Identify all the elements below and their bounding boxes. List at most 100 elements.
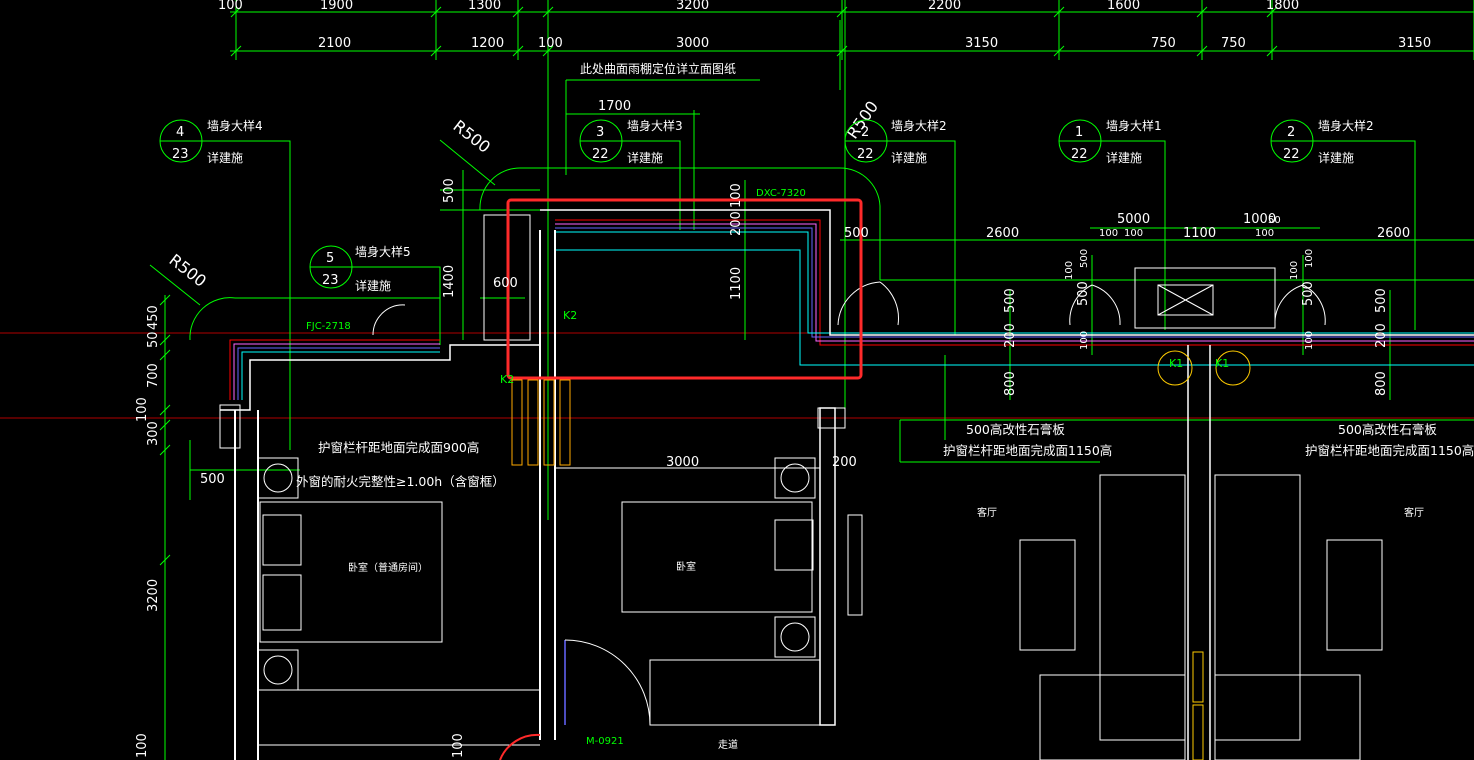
- dim-text: 3000: [676, 36, 709, 51]
- dim-text: 100: [1289, 261, 1300, 280]
- desk-outline: [649, 659, 821, 726]
- window-tag: FJC-2718: [306, 321, 351, 332]
- dim-text: 100: [1079, 331, 1090, 350]
- dim-text: 3000: [666, 455, 699, 470]
- door-arc: [879, 281, 899, 326]
- column-outline: [817, 407, 846, 429]
- dim-text: 750: [1221, 36, 1246, 51]
- dim-text: 3200: [676, 0, 709, 13]
- window-line: [241, 351, 440, 400]
- dim-text: 800: [1374, 371, 1389, 396]
- fire-rating-note: 外窗的耐火完整性≥1.00h（含窗框）: [296, 474, 505, 489]
- dim-text: 100: [135, 397, 150, 422]
- detail-title: 墙身大样2: [1318, 118, 1374, 133]
- fixture: [257, 457, 299, 499]
- detail-bubble-5[interactable]: 5 23 墙身大样5 详建施: [309, 244, 411, 293]
- sofa-outline: [1214, 474, 1301, 741]
- room-label-living: 客厅: [1404, 506, 1424, 519]
- dashed-frame: [559, 379, 571, 466]
- door-arc: [372, 304, 406, 336]
- dim-text: 1200: [471, 36, 504, 51]
- dimension-tick: [1053, 6, 1065, 18]
- window-line: [237, 347, 440, 400]
- detail-number: 5: [326, 251, 334, 266]
- k-tag: K1: [1169, 357, 1183, 370]
- radius-arc: [839, 167, 881, 211]
- k-tag: K2: [563, 309, 577, 322]
- k-tag: K2: [500, 373, 514, 386]
- fixture: [774, 616, 816, 658]
- window-tag: DXC-7320: [756, 188, 806, 199]
- dimension-tick: [430, 45, 442, 57]
- detail-title: 墙身大样1: [1106, 118, 1162, 133]
- window-line: [555, 231, 1474, 334]
- leader-line: [352, 266, 441, 345]
- detail-bubble-2a[interactable]: 2 22 墙身大样2 详建施: [844, 118, 947, 165]
- dim-text: 100: [1124, 228, 1143, 239]
- dashed-frame: [543, 379, 555, 466]
- detail-number: 1: [1075, 125, 1083, 140]
- detail-sheet: 22: [857, 147, 874, 162]
- window-line: [555, 227, 1474, 338]
- detail-bubble-2b[interactable]: 2 22 墙身大样2 详建施: [1270, 118, 1374, 165]
- rail-note-900: 护窗栏杆距地面完成面900高: [318, 440, 479, 455]
- dimension-tick: [159, 404, 171, 416]
- equipment-box: [1134, 267, 1276, 329]
- dim-text: 500: [200, 472, 225, 487]
- room-label-bedroom: 卧室（普通房间）: [348, 561, 428, 574]
- door-arc: [499, 733, 541, 760]
- detail-sheet: 23: [172, 147, 189, 162]
- door-arc: [1274, 284, 1304, 326]
- equipment-cross: [1157, 284, 1214, 316]
- detail-bubble-1[interactable]: 1 22 墙身大样1 详建施: [1058, 118, 1162, 165]
- column-outline: [219, 404, 241, 449]
- dim-text: 300: [146, 421, 161, 446]
- detail-bubble-3[interactable]: 3 22 墙身大样3 详建施: [579, 118, 683, 165]
- dimension-tick: [159, 294, 171, 306]
- detail-bubble-4[interactable]: 4 23 墙身大样4 详建施: [159, 118, 263, 165]
- dimension-tick: [230, 6, 242, 18]
- gypsum-board-note-1: 500高改性石膏板: [966, 422, 1065, 437]
- door-arc: [1069, 284, 1093, 326]
- dimension-tick: [230, 45, 242, 57]
- leader-line: [1313, 140, 1416, 330]
- vertical-dimensions: 500 1400 1100 200 100 500 200 500 100 80…: [442, 178, 1389, 396]
- k1-circle: [1157, 350, 1193, 386]
- dim-text: 200: [832, 455, 857, 470]
- dimension-tick: [512, 45, 524, 57]
- window-line: [229, 339, 440, 400]
- dim-text: 200: [729, 211, 744, 236]
- table-outline: [1214, 674, 1361, 760]
- dim-text: 3150: [1398, 36, 1431, 51]
- fan-icon: [263, 655, 293, 685]
- dimension-tick: [159, 334, 171, 346]
- selection-highlight-box[interactable]: [506, 198, 863, 380]
- fan-icon: [780, 622, 810, 652]
- detail-title: 墙身大样5: [355, 244, 411, 259]
- k-tag: K1: [1215, 357, 1229, 370]
- dim-text: 500: [1079, 249, 1090, 268]
- dim-text: 1600: [1107, 0, 1140, 13]
- dim-text: 3200: [146, 579, 161, 612]
- room-label-bedroom: 卧室: [676, 560, 696, 573]
- radius-leader: [439, 139, 496, 186]
- top-dimension-row-1: 100 1900 1300 3200 2200 1600 1800: [218, 0, 1299, 13]
- detail-title: 墙身大样3: [627, 118, 683, 133]
- dimension-tick: [159, 349, 171, 361]
- fan-icon: [263, 463, 293, 493]
- door-tag: M-0921: [586, 736, 624, 747]
- dim-text: 1100: [729, 267, 744, 300]
- dim-text: 2100: [318, 36, 351, 51]
- tv-unit: [847, 514, 863, 616]
- leader-line: [887, 140, 956, 335]
- dashed-frame: [527, 379, 539, 466]
- detail-number: 4: [176, 125, 184, 140]
- dimension-tick: [1053, 45, 1065, 57]
- dim-text: 1900: [320, 0, 353, 13]
- top-dimension-row-2: 2100 1200 100 3000 3150 750 750 3150: [318, 36, 1431, 51]
- column-outline: [483, 214, 531, 341]
- dim-text: 200: [1003, 323, 1018, 348]
- pillow: [262, 574, 302, 631]
- dim-text: 100: [1099, 228, 1118, 239]
